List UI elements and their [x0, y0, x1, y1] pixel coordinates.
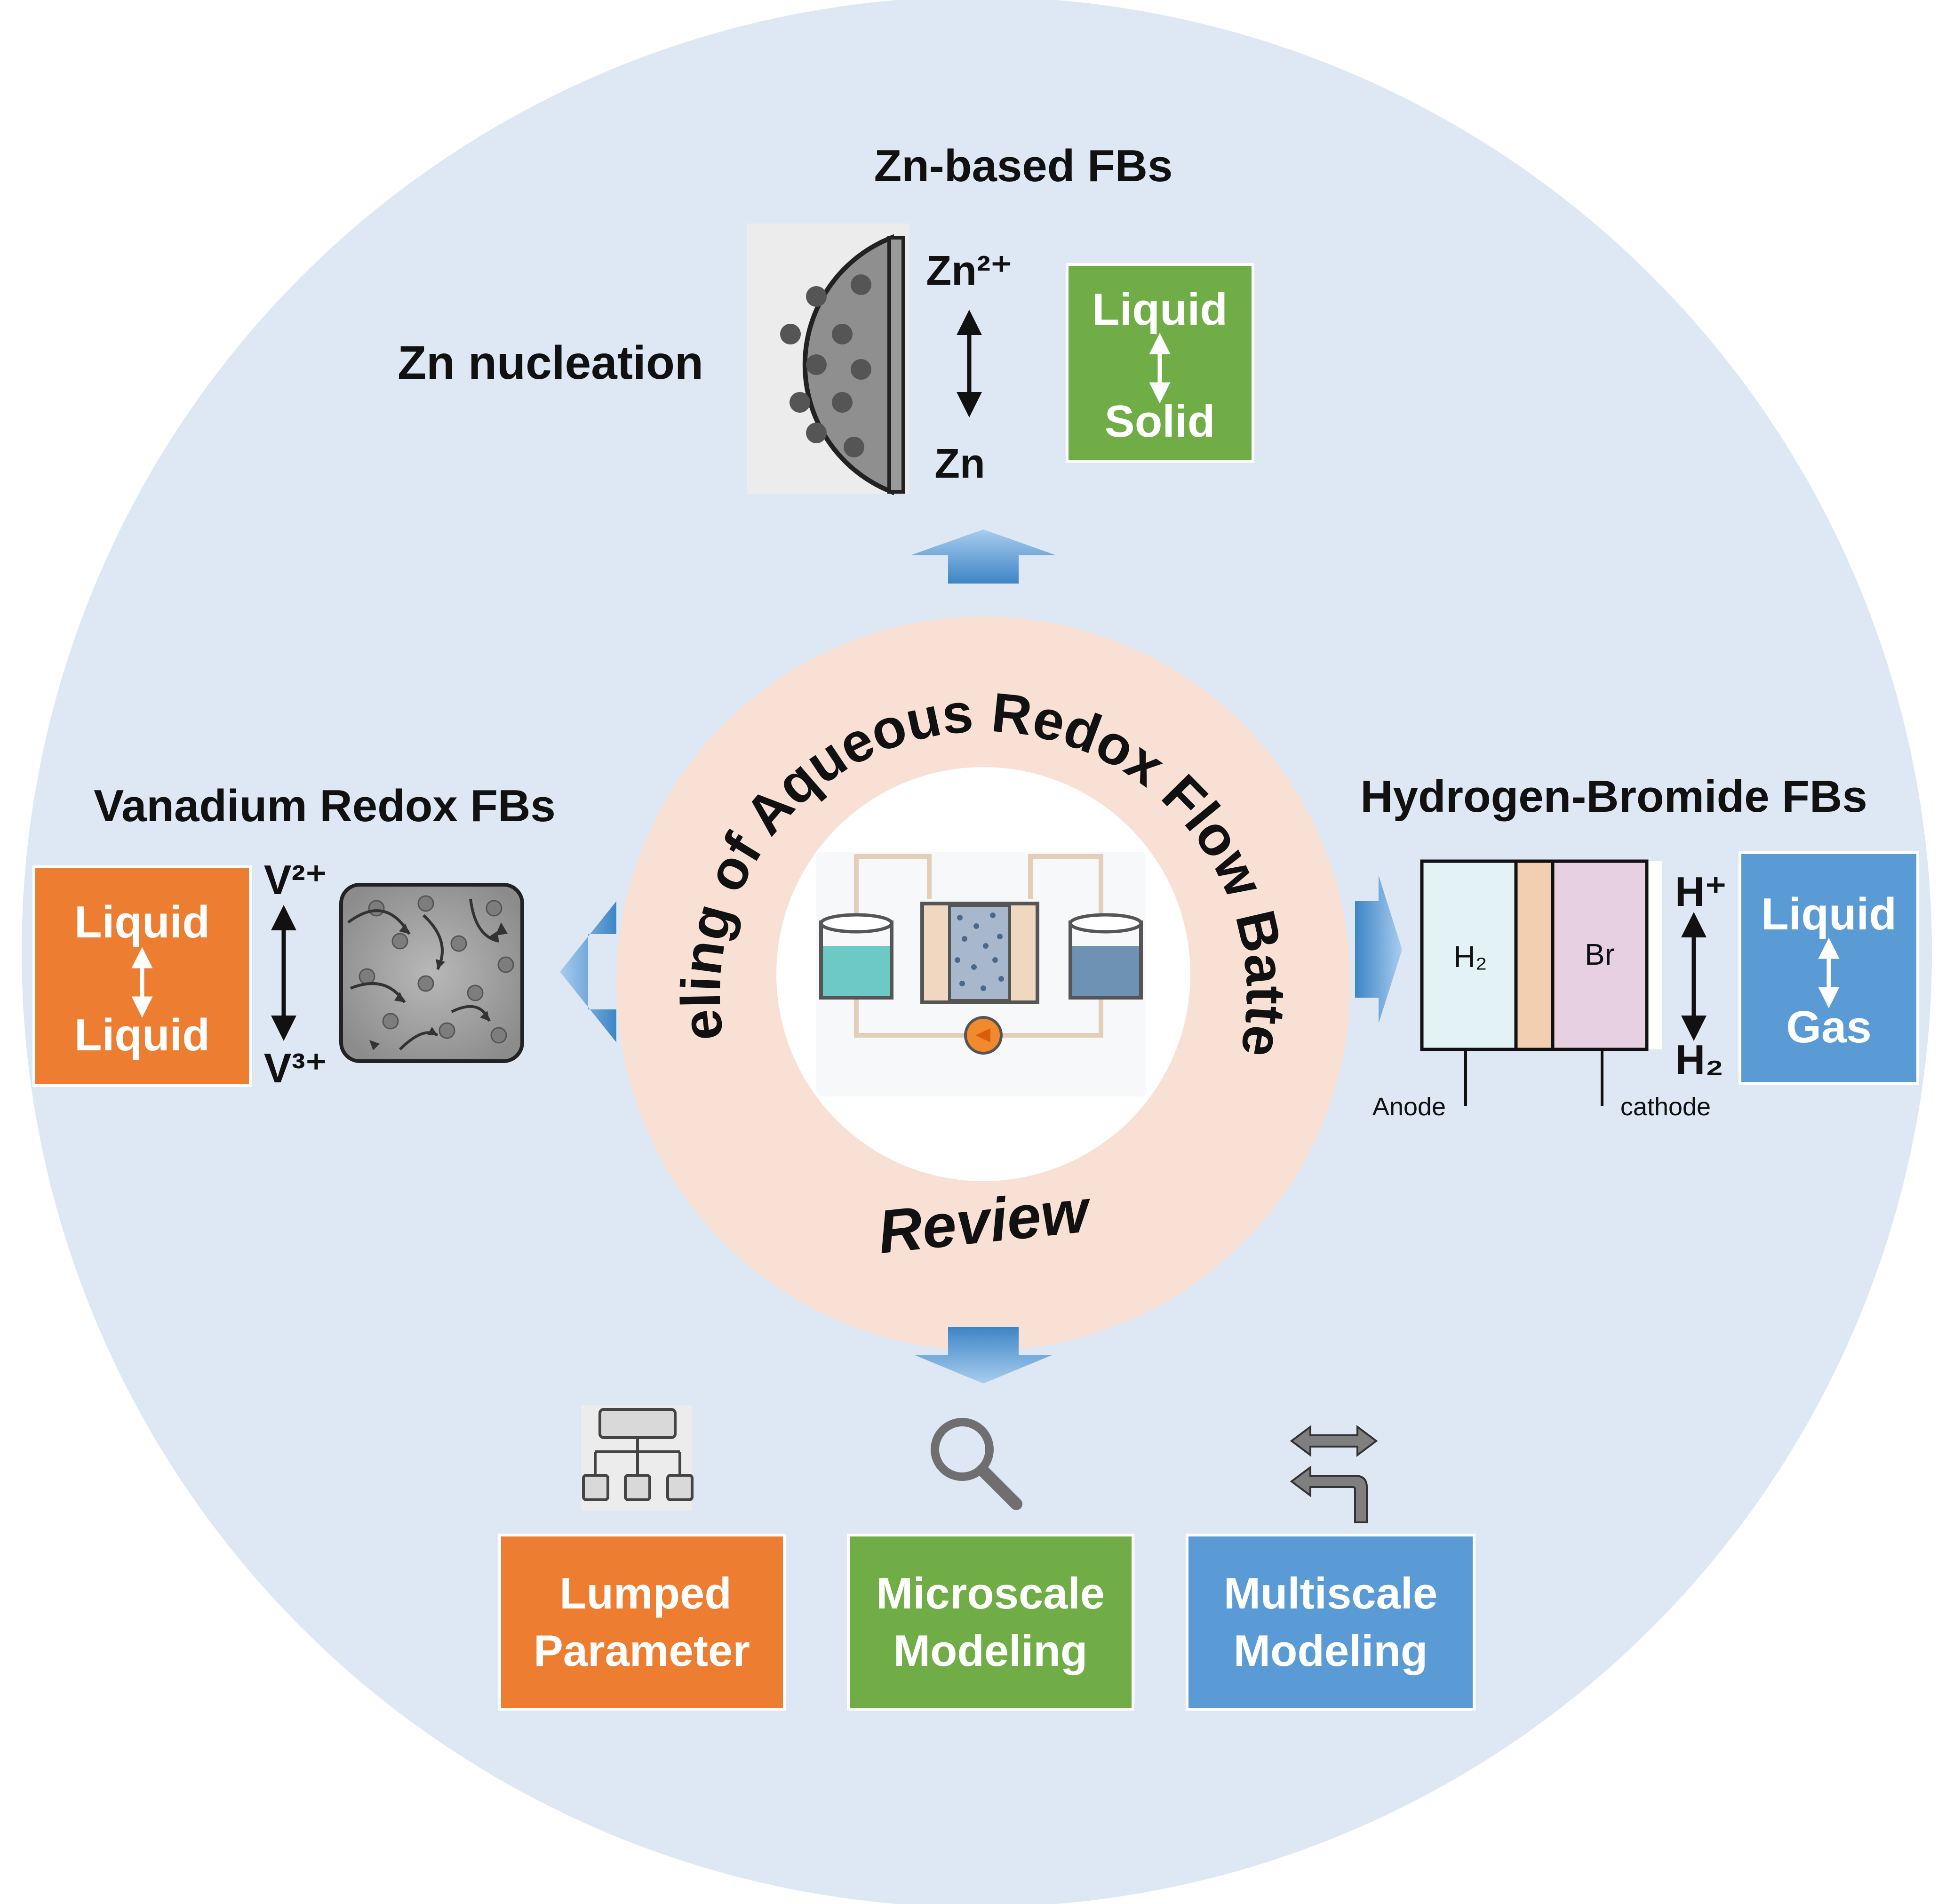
hierarchy-icon: [581, 1405, 694, 1511]
zn-ion-bottom: Zn: [934, 440, 985, 487]
method-microscale-line2: Modeling: [893, 1626, 1088, 1675]
hbr-title: Hydrogen-Bromide FBs: [1360, 771, 1867, 822]
method-microscale-modeling: Microscale Modeling: [847, 1534, 1134, 1711]
vanadium-title: Vanadium Redox FBs: [94, 781, 556, 831]
zn-nucleation-label: Zn nucleation: [398, 336, 703, 389]
hbr-cell-diagram: H₂ Br Anode cathode: [1372, 859, 1711, 1121]
vanadium-phase-bottom: Liquid: [74, 1010, 210, 1060]
vanadium-phase-top: Liquid: [74, 897, 210, 947]
hbr-anode-label: Anode: [1372, 1093, 1446, 1121]
method-microscale-line1: Microscale: [876, 1568, 1105, 1618]
zn-ion-top: Zn²⁺: [926, 247, 1012, 294]
hbr-h2-chamber-label: H₂: [1453, 940, 1487, 974]
hbr-ion-top: H⁺: [1675, 868, 1727, 915]
vanadium-ion-top: V²⁺: [264, 856, 327, 903]
hbr-phase-bottom: Gas: [1786, 1002, 1871, 1052]
arrow-right: [1355, 875, 1402, 1024]
hbr-phase-box: Liquid Gas: [1739, 851, 1919, 1085]
method-lumped-line2: Parameter: [534, 1626, 750, 1675]
method-multiscale-modeling: Multiscale Modeling: [1186, 1534, 1475, 1711]
method-multiscale-line2: Modeling: [1234, 1626, 1428, 1675]
vanadium-ion-bottom: V³⁺: [264, 1045, 327, 1091]
vanadium-phase-box: Liquid Liquid: [32, 865, 252, 1087]
hbr-br-chamber-label: Br: [1585, 937, 1615, 971]
magnifier-icon: [931, 1418, 1022, 1510]
method-multiscale-line1: Multiscale: [1224, 1568, 1438, 1618]
arrow-up: [910, 529, 1056, 584]
arrow-left: [560, 901, 616, 1042]
method-lumped-parameter: Lumped Parameter: [498, 1534, 786, 1711]
arrow-down: [915, 1327, 1052, 1384]
zn-phase-top: Liquid: [1092, 284, 1228, 335]
hbr-phase-top: Liquid: [1761, 889, 1897, 939]
exchange-arrows-icon: [1290, 1425, 1378, 1523]
zn-phase-bottom: Solid: [1105, 396, 1215, 447]
flow-battery-icon: [816, 852, 1146, 1096]
zn-title: Zn-based FBs: [874, 141, 1173, 191]
method-lumped-line1: Lumped: [559, 1568, 732, 1618]
hbr-ion-bottom: H₂: [1675, 1036, 1724, 1083]
zn-phase-box: Liquid Solid: [1066, 263, 1254, 463]
porous-electrode-image: [339, 883, 524, 1063]
zn-nucleation-image: [747, 224, 909, 496]
hbr-cathode-label: cathode: [1620, 1093, 1711, 1121]
